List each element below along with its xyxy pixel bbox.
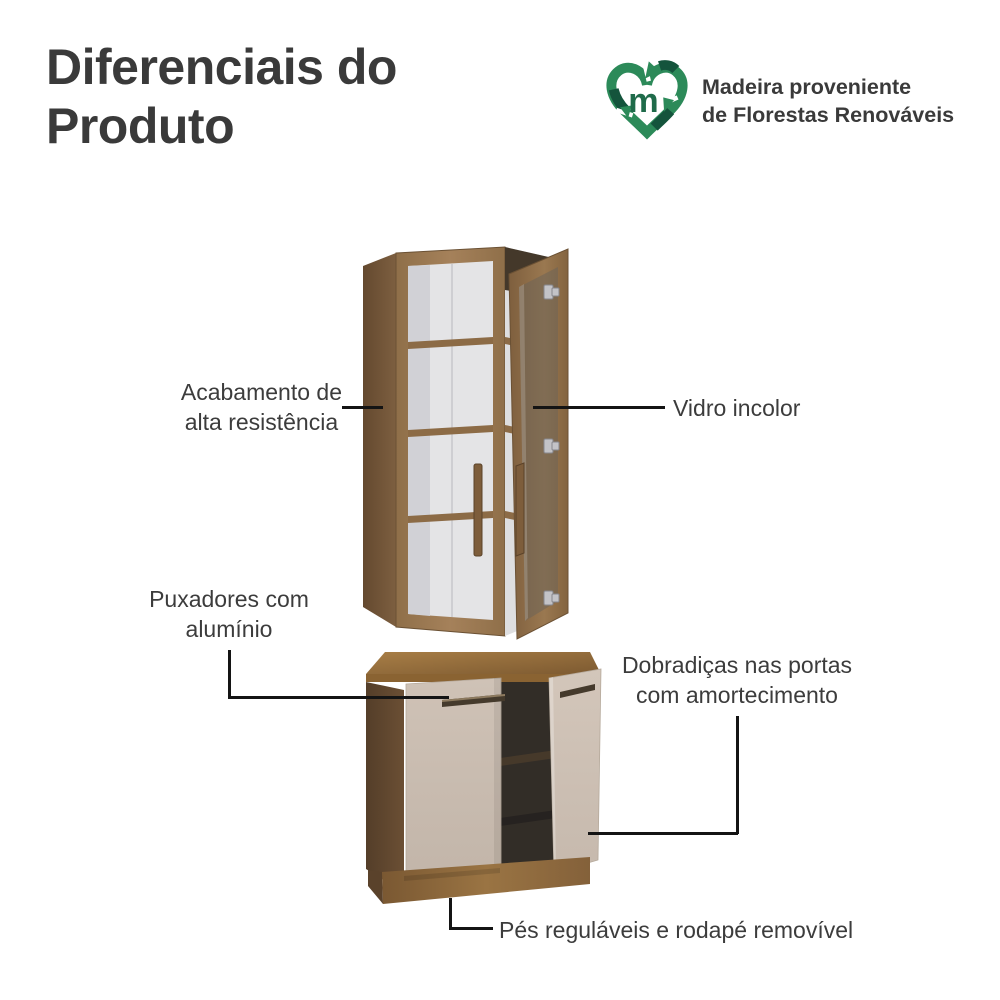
callout-pes-line1: Pés reguláveis e rodapé removível <box>499 917 854 943</box>
callout-vidro-line1: Vidro incolor <box>673 395 801 421</box>
upper-door-handle <box>473 463 483 557</box>
callout-line-puxadores-horizontal <box>228 696 449 699</box>
lower-cabinet <box>366 652 602 904</box>
badge-text-line1: Madeira proveniente <box>702 75 912 99</box>
callout-line-acabamento <box>342 406 383 409</box>
lower-left-door <box>405 677 505 884</box>
callout-puxadores-line1: Puxadores com <box>149 586 309 612</box>
badge-monogram: m <box>628 82 658 120</box>
badge-text-line2: de Florestas Renováveis <box>702 103 955 127</box>
page-title-line1: Diferenciais do <box>46 39 397 95</box>
recycle-heart-icon: m <box>606 60 688 140</box>
plinth <box>368 857 590 904</box>
lower-carcass-interior <box>498 682 556 874</box>
lower-cabinet-top <box>366 652 601 674</box>
callout-line-pes-horizontal <box>449 927 493 930</box>
lower-side-panel <box>366 682 404 893</box>
callout-acabamento-line2: alta resistência <box>184 409 339 435</box>
page-title-line2: Produto <box>46 98 235 154</box>
callout-vidro: Vidro incolor <box>673 393 800 423</box>
badge-text: Madeira proveniente de Florestas Renováv… <box>702 73 954 129</box>
callout-acabamento: Acabamento de alta resistência <box>181 377 342 437</box>
page-title: Diferenciais do Produto <box>46 38 566 156</box>
callout-line-dobradicas-vertical <box>736 716 739 834</box>
callout-dobradicas-line2: com amortecimento <box>636 682 838 708</box>
callout-line-vidro <box>533 406 665 409</box>
callout-dobradicas: Dobradiças nas portas com amortecimento <box>611 650 863 710</box>
callout-line-pes-vertical <box>449 898 452 929</box>
lower-right-handle <box>560 684 595 698</box>
callout-acabamento-line1: Acabamento de <box>180 379 342 405</box>
upper-open-door-handle <box>515 462 525 557</box>
upper-cabinet <box>363 246 569 640</box>
sustainability-badge: m Madeira proveniente de Florestas Renov… <box>602 56 954 146</box>
callout-line-puxadores-vertical <box>228 650 231 698</box>
callout-dobradicas-line1: Dobradiças nas portas <box>621 652 853 678</box>
callout-pes: Pés reguláveis e rodapé removível <box>499 915 853 945</box>
hinge-icon <box>543 284 560 606</box>
upper-side-panel <box>363 253 396 627</box>
callout-puxadores-line2: alumínio <box>185 616 273 642</box>
upper-closed-glass-door <box>395 246 506 637</box>
upper-open-glass-door <box>508 248 569 640</box>
callout-line-dobradicas-horizontal <box>588 832 738 835</box>
callout-puxadores: Puxadores com alumínio <box>124 584 334 644</box>
lower-right-door <box>548 668 602 874</box>
